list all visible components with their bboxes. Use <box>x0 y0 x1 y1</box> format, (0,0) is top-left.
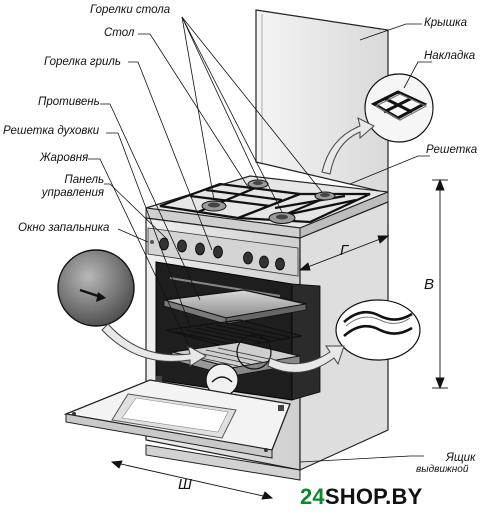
label-cooktop-burners: Горелки стола <box>90 4 171 16</box>
control-panel <box>147 227 299 277</box>
grate-cover-detail <box>364 73 434 143</box>
storage-drawer <box>145 444 301 481</box>
watermark-logo: 24SHOP.BY <box>300 484 422 510</box>
label-roasting-pan: Жаровня <box>40 152 89 164</box>
dimension-lines <box>110 178 448 500</box>
label-oven-rack: Решетка духовки <box>3 125 100 137</box>
label-control-panel-2: управления <box>41 187 104 199</box>
dimension-depth: Г <box>340 242 349 259</box>
dimension-height: В <box>424 276 435 293</box>
ignition-zoom <box>57 249 135 327</box>
watermark-prefix: 24 <box>300 484 325 509</box>
label-control-panel-1: Панель <box>64 174 104 186</box>
baking-tray <box>163 289 307 325</box>
rack-zoom <box>335 299 421 361</box>
cooktop-burners <box>201 179 336 224</box>
label-baking-tray: Противень <box>38 96 100 108</box>
rack-detail-circle <box>236 334 272 370</box>
label-grill-burner: Горелка гриль <box>44 56 121 68</box>
label-cooktop: Стол <box>104 27 135 39</box>
label-drawer-2: выдвижной <box>416 464 469 475</box>
watermark-suffix: SHOP.BY <box>324 484 423 509</box>
ignition-window <box>150 240 154 244</box>
label-drawer-1: Ящик <box>446 452 476 464</box>
control-knobs <box>159 237 285 271</box>
dimension-width: Ш <box>178 476 192 493</box>
oven-door <box>63 376 291 459</box>
label-ignition-window: Окно запальника <box>18 222 110 234</box>
label-grate-cover: Накладка <box>424 50 476 62</box>
label-lid: Крышка <box>424 17 468 29</box>
label-grate: Решетка <box>426 144 478 156</box>
leader-lines <box>88 16 432 463</box>
callout-arrows <box>101 117 375 373</box>
